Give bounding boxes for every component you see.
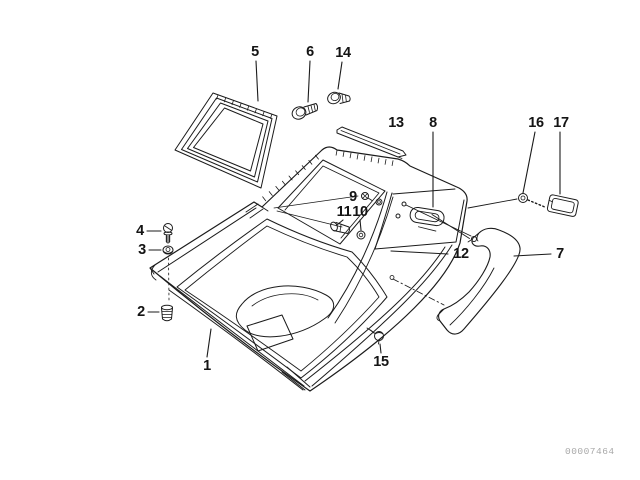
part-callout-14[interactable]: 14 (335, 44, 351, 61)
part-callout-10[interactable]: 10 (352, 203, 368, 220)
part-3-nut (162, 245, 174, 255)
part-callout-17[interactable]: 17 (553, 114, 569, 131)
part-7-grab-handle (436, 227, 521, 335)
assembly-pointer-lines (366, 198, 518, 334)
part-1-tail-body (149, 146, 468, 392)
part-callout-5[interactable]: 5 (251, 43, 259, 60)
part-callout-15[interactable]: 15 (373, 353, 389, 370)
part-6-clip (291, 103, 319, 120)
part-9-bolt (361, 192, 373, 201)
part-callout-11[interactable]: 11 (336, 203, 352, 220)
part-callout-9[interactable]: 9 (349, 188, 357, 205)
part-5-window-seal (174, 92, 278, 189)
image-number-watermark: 00007464 (565, 446, 615, 457)
part-8-handle-recess (409, 206, 445, 232)
part-callout-6[interactable]: 6 (306, 43, 314, 60)
part-14-clip (327, 91, 351, 105)
part-callout-13[interactable]: 13 (388, 114, 404, 131)
part-13-strip (336, 126, 407, 159)
part-17-bezel (546, 194, 579, 217)
part-callout-4[interactable]: 4 (136, 222, 144, 239)
part-2-clip (161, 304, 173, 322)
callout-leader-lines (146, 60, 561, 358)
part-callout-7[interactable]: 7 (556, 245, 564, 262)
part-callout-1[interactable]: 1 (203, 357, 211, 374)
part-16-screw (518, 193, 547, 209)
part-4-screw (163, 223, 173, 244)
part-callout-12[interactable]: 12 (453, 245, 469, 262)
part-callout-8[interactable]: 8 (429, 114, 437, 131)
part-callout-2[interactable]: 2 (137, 303, 145, 320)
part-callout-3[interactable]: 3 (138, 241, 146, 258)
part-callout-16[interactable]: 16 (528, 114, 544, 131)
part-10-grommet (356, 230, 366, 240)
